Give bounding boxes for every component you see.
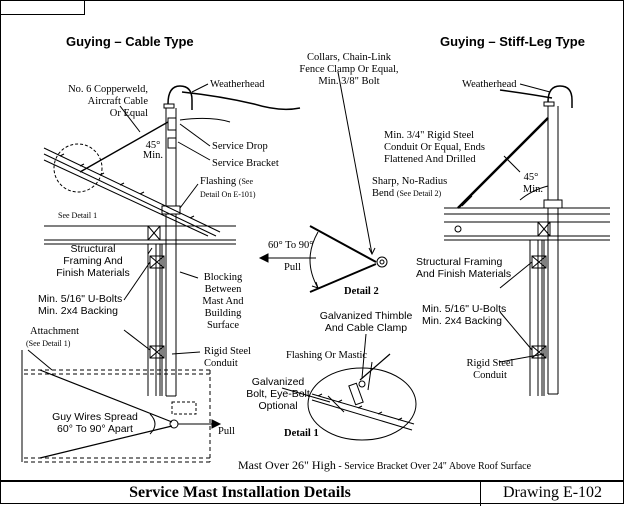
heading-stiff-leg-type: Guying – Stiff-Leg Type [440, 34, 585, 49]
left-pull-label: Pull [218, 426, 235, 437]
detail-1-drawing [281, 333, 417, 441]
see-detail-1-label: See Detail 1 [58, 211, 98, 220]
bolt-label-3: Optional [258, 400, 298, 412]
collars-label-1: Collars, Chain-Link [307, 52, 391, 63]
left-guy-cable [53, 91, 301, 193]
title-block: Service Mast Installation Details Drawin… [0, 480, 624, 506]
bolt-label-1: Galvanized [251, 376, 305, 388]
service-drop-label: Service Drop [212, 141, 268, 152]
right-rigid-1: Rigid Steel [466, 358, 514, 369]
cable-label-1: No. 6 Copperweld, [68, 84, 148, 95]
blocking-5: Surface [206, 320, 240, 331]
drawing-number: Drawing E-102 [502, 484, 603, 501]
detail-2-pull: Pull [284, 262, 301, 273]
thimble-label-1: Galvanized Thimble [319, 310, 413, 322]
right-structural-2: And Finish Materials [416, 268, 512, 280]
spread-label-1: Guy Wires Spread [52, 411, 138, 423]
left-plan-view [21, 349, 222, 463]
mast-height-note: Mast Over 26" High - Service Bracket Ove… [238, 458, 532, 472]
attachment-see-detail: (See Detail 1) [26, 339, 71, 348]
right-roof [444, 117, 610, 241]
left-roof [43, 147, 236, 245]
spread-label-2: 60° To 90° Apart [57, 423, 133, 435]
left-leaders [119, 83, 211, 355]
thimble-label-2: And Cable Clamp [324, 322, 408, 334]
cable-label-3: Or Equal [109, 108, 148, 119]
right-weatherhead-label: Weatherhead [462, 79, 517, 90]
left-ubolt-2: Min. 2x4 Backing [38, 305, 118, 317]
flashing-label-1: Flashing (See [200, 176, 254, 187]
blocking-1: Blocking [203, 272, 243, 283]
left-weatherhead-label: Weatherhead [210, 79, 265, 90]
bend-label-2: Bend (See Detail 2) [372, 188, 442, 199]
left-structural-3: Finish Materials [56, 267, 130, 279]
detail-2-angle: 60° To 90° [268, 240, 314, 251]
heading-cable-type: Guying – Cable Type [66, 34, 194, 49]
flashing-mastic-label: Flashing Or Mastic [286, 350, 368, 361]
service-bracket-label: Service Bracket [212, 158, 279, 169]
right-leaders [461, 83, 551, 363]
blocking-2: Between [204, 284, 242, 295]
detail-2-title: Detail 2 [344, 286, 379, 297]
right-angle-min: Min. [522, 184, 544, 195]
bend-label-1: Sharp, No-Radius [372, 176, 448, 187]
flashing-label-2: Detail On E-101) [200, 190, 256, 199]
left-structural-2: Framing And [63, 255, 123, 267]
bolt-label-2: Bolt, Eye-Bolt [246, 388, 310, 400]
corner-tab [0, 0, 85, 15]
conduit-label-2: Conduit Or Equal, Ends [384, 142, 485, 153]
detail-1-title: Detail 1 [284, 428, 319, 439]
conduit-label-1: Min. 3/4" Rigid Steel [384, 130, 475, 141]
left-structural-1: Structural [70, 243, 116, 255]
left-angle-min: Min. [142, 150, 164, 161]
right-ubolt-1: Min. 5/16" U-Bolts [422, 303, 507, 315]
cable-label-2: Aircraft Cable [87, 96, 148, 107]
right-structural-1: Structural Framing [416, 256, 503, 268]
right-angle-45: 45° [523, 172, 539, 183]
blocking-3: Mast And [202, 296, 244, 307]
drawing-title: Service Mast Installation Details [129, 484, 351, 501]
left-rigid-2: Conduit [204, 358, 238, 369]
right-ubolt-2: Min. 2x4 Backing [422, 315, 502, 327]
right-wall [529, 240, 547, 396]
left-ubolt-1: Min. 5/16" U-Bolts [38, 293, 123, 305]
title-block-divider [480, 482, 481, 506]
collars-label-2: Fence Clamp Or Equal, [299, 64, 399, 75]
right-mast [499, 85, 573, 395]
left-mast [161, 85, 193, 397]
collars-label-3: Min. 3/8" Bolt [318, 76, 380, 87]
left-rigid-1: Rigid Steel [204, 346, 251, 357]
conduit-label-3: Flattened And Drilled [384, 154, 476, 165]
attachment-label: Attachment [30, 326, 79, 337]
left-angle-45: 45° [145, 140, 161, 151]
detail-2-drawing [258, 71, 388, 293]
blocking-4: Building [204, 308, 242, 319]
right-rigid-2: Conduit [473, 370, 507, 381]
left-wall [147, 244, 165, 396]
